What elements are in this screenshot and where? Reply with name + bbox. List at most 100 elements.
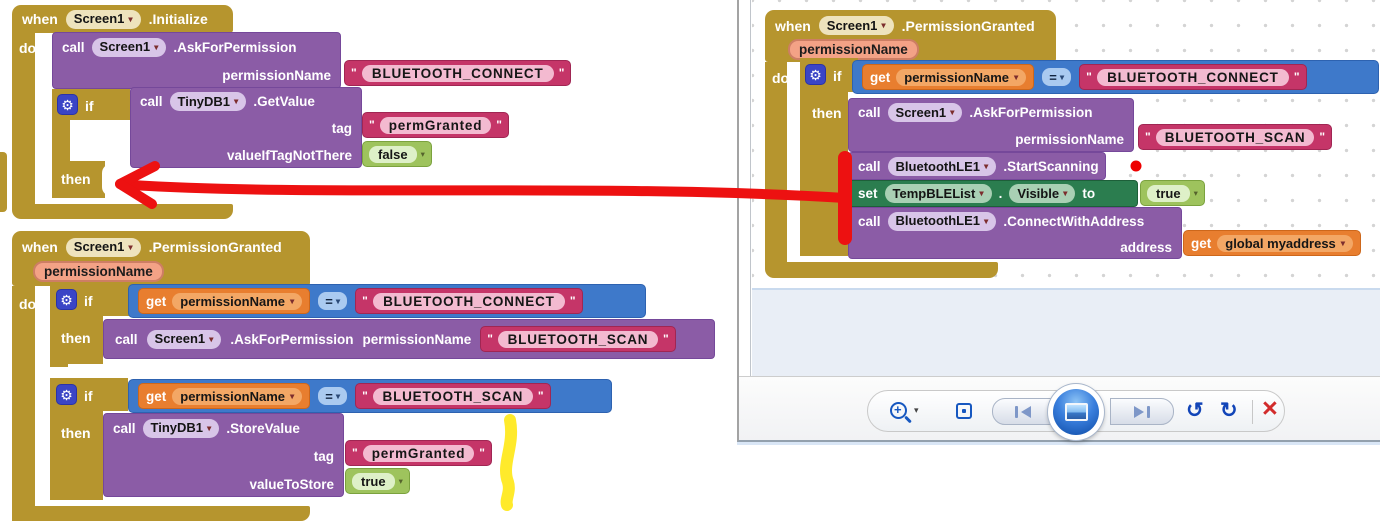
- text-string-block[interactable]: " permGranted ": [345, 440, 492, 466]
- rotate-counterclockwise-button[interactable]: ↺: [1186, 399, 1204, 422]
- call-label: call: [858, 159, 881, 174]
- event-name-label: .Initialize: [148, 11, 208, 27]
- call-askforpermission-block[interactable]: call Screen1▾ .AskForPermission permissi…: [103, 319, 715, 359]
- delete-button[interactable]: ×: [1262, 393, 1278, 423]
- if-label: if: [85, 98, 94, 114]
- get-label: get: [146, 388, 167, 404]
- tag-param-label: tag: [331, 121, 352, 136]
- component-dropdown-screen1[interactable]: Screen1▾: [146, 329, 222, 349]
- operator-dropdown[interactable]: =▾: [318, 292, 348, 310]
- variable-dropdown[interactable]: permissionName▾: [172, 292, 303, 310]
- when-screen1-initialize-block[interactable]: when Screen1▾ .Initialize: [12, 5, 233, 33]
- component-dropdown-screen1[interactable]: Screen1▾: [91, 37, 167, 57]
- chevron-down-icon: ▾: [984, 161, 989, 172]
- equals-comparison-block[interactable]: get permissionName▾ =▾ " BLUETOOTH_CONNE…: [128, 284, 646, 318]
- text-string-block[interactable]: " BLUETOOTH_CONNECT ": [344, 60, 572, 86]
- equals-comparison-block[interactable]: get permissionName▾ =▾ " BLUETOOTH_SCAN …: [128, 379, 612, 413]
- mutator-gear-icon[interactable]: ⚙: [57, 94, 78, 115]
- chevron-down-icon: ▾: [979, 188, 984, 199]
- chevron-down-icon: ▾: [234, 96, 239, 107]
- logic-true-block[interactable]: true ▾: [345, 468, 410, 494]
- chevron-down-icon: ▾: [128, 241, 133, 252]
- when-label: when: [22, 239, 58, 255]
- text-string-block[interactable]: " BLUETOOTH_SCAN ": [355, 383, 551, 409]
- text-string-block[interactable]: " permGranted ": [362, 112, 509, 138]
- method-name-label: .AskForPermission: [173, 39, 297, 55]
- block-bottom-bar: [12, 506, 310, 521]
- call-startscanning-block: call BluetoothLE1▾ .StartScanning: [848, 152, 1106, 180]
- yellow-highlight-line: [500, 414, 518, 511]
- param-label: permissionName: [1015, 132, 1124, 147]
- text-string-block: " BLUETOOTH_CONNECT ": [1079, 64, 1307, 90]
- logic-value: true: [1147, 184, 1190, 202]
- rotate-clockwise-button[interactable]: ↻: [1220, 399, 1238, 422]
- then-label: then: [61, 171, 91, 187]
- mutator-gear-icon[interactable]: ⚙: [56, 384, 77, 405]
- property-dropdown-visible: Visible▾: [1009, 184, 1076, 203]
- text-string-block[interactable]: " BLUETOOTH_SCAN ": [480, 326, 676, 352]
- variable-dropdown[interactable]: permissionName▾: [172, 387, 303, 405]
- chevron-down-icon: ▾: [984, 215, 989, 226]
- call-askforpermission-block[interactable]: call Screen1▾ .AskForPermission permissi…: [52, 32, 341, 89]
- param-badge-permissionname[interactable]: permissionName: [33, 261, 164, 282]
- call-tinydb-getvalue-block[interactable]: call TinyDB1▾ .GetValue tag valueIfTagNo…: [130, 87, 362, 168]
- if-label: if: [833, 68, 842, 84]
- get-variable-block[interactable]: get permissionName▾: [138, 383, 311, 409]
- call-tinydb-storevalue-block[interactable]: call TinyDB1▾ .StoreValue tag valueToSto…: [103, 413, 344, 497]
- chevron-down-icon: ▾: [335, 390, 341, 401]
- component-dropdown-screen1[interactable]: Screen1▾: [65, 237, 141, 257]
- logic-false-block[interactable]: false ▾: [362, 141, 432, 167]
- string-value: BLUETOOTH_SCAN: [1155, 128, 1315, 146]
- method-name-label: .AskForPermission: [969, 105, 1093, 120]
- if-label: if: [84, 293, 93, 309]
- next-image-button[interactable]: [1110, 398, 1174, 425]
- then-label: then: [61, 330, 91, 346]
- event-name-label: .PermissionGranted: [148, 239, 282, 255]
- component-dropdown-screen1: Screen1▾: [887, 103, 963, 122]
- operator-dropdown[interactable]: =▾: [318, 387, 348, 405]
- zoom-button[interactable]: + ▾: [890, 402, 919, 419]
- play-slideshow-button[interactable]: [1048, 384, 1104, 440]
- chevron-down-icon: ▾: [420, 148, 425, 159]
- param-badge-permissionname: permissionName: [788, 39, 919, 60]
- address-param-label: address: [1120, 239, 1172, 255]
- get-global-myaddress-block: get global myaddress▾: [1183, 230, 1362, 256]
- text-string-block[interactable]: " BLUETOOTH_CONNECT ": [355, 288, 583, 314]
- mutator-gear-icon[interactable]: ⚙: [56, 289, 77, 310]
- component-dropdown-screen1: Screen1▾: [818, 16, 894, 35]
- logic-true-block: true ▾: [1140, 180, 1205, 206]
- chevron-down-icon: ▾: [1340, 237, 1346, 248]
- component-dropdown-tinydb1[interactable]: TinyDB1▾: [142, 418, 220, 438]
- component-dropdown-bluetoothle1: BluetoothLE1▾: [887, 211, 997, 231]
- open-quote: ": [362, 294, 368, 308]
- chevron-down-icon: ▾: [290, 295, 295, 306]
- get-label: get: [1191, 235, 1212, 251]
- call-label: call: [858, 105, 881, 120]
- photo-viewer-toolbar: + ▾ ↺ ↻ ×: [867, 384, 1285, 440]
- chevron-down-icon: ▾: [209, 333, 214, 344]
- do-label: do: [19, 40, 37, 56]
- open-quote: ": [352, 446, 358, 460]
- text-string-block: " BLUETOOTH_SCAN ": [1138, 124, 1333, 150]
- get-variable-block[interactable]: get permissionName▾: [138, 288, 311, 314]
- do-label: do: [772, 70, 790, 86]
- open-quote: ": [351, 66, 357, 80]
- param-label: permissionName: [222, 67, 331, 83]
- actual-size-button[interactable]: [956, 403, 972, 419]
- close-quote: ": [662, 332, 669, 346]
- block-left-column: [12, 30, 35, 210]
- component-dropdown-screen1[interactable]: Screen1▾: [65, 9, 141, 29]
- chevron-down-icon: ▾: [128, 13, 133, 24]
- open-quote: ": [487, 332, 493, 346]
- operator-dropdown: =▾: [1042, 68, 1072, 86]
- valuetostore-param-label: valueToStore: [249, 476, 334, 492]
- chevron-down-icon: ▾: [950, 107, 955, 118]
- string-value: BLUETOOTH_CONNECT: [372, 292, 565, 310]
- when-label: when: [22, 11, 58, 27]
- previous-image-button[interactable]: [992, 398, 1054, 425]
- close-quote: ": [537, 389, 544, 403]
- component-dropdown-tinydb1[interactable]: TinyDB1▾: [169, 92, 247, 111]
- call-askforpermission-block: call Screen1▾ .AskForPermission permissi…: [848, 98, 1134, 152]
- set-visible-block: set TempBLEList▾ . Visible▾ to: [848, 180, 1138, 207]
